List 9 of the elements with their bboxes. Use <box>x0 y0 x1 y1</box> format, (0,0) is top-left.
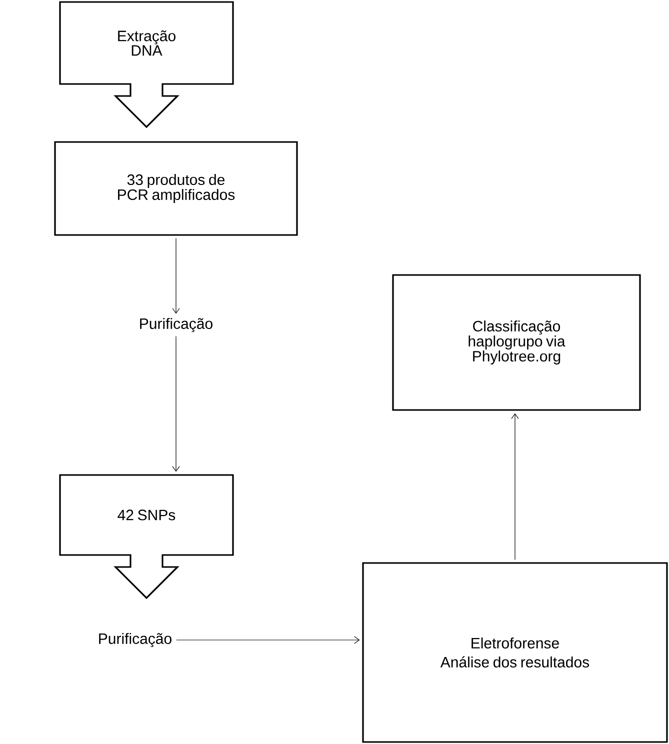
arrow <box>172 238 180 314</box>
arrow <box>172 336 180 472</box>
process-box: Classificação haplogrupo via Phylotree.org <box>392 274 641 411</box>
process-box: Eletroforense Análise dos resultados <box>362 562 668 743</box>
arrow <box>511 413 519 560</box>
process-box: 33 produtos de PCR amplificados <box>54 141 298 236</box>
arrow <box>176 636 360 644</box>
step-label: Purificação <box>99 632 172 648</box>
step-label: Purificação <box>140 318 212 332</box>
